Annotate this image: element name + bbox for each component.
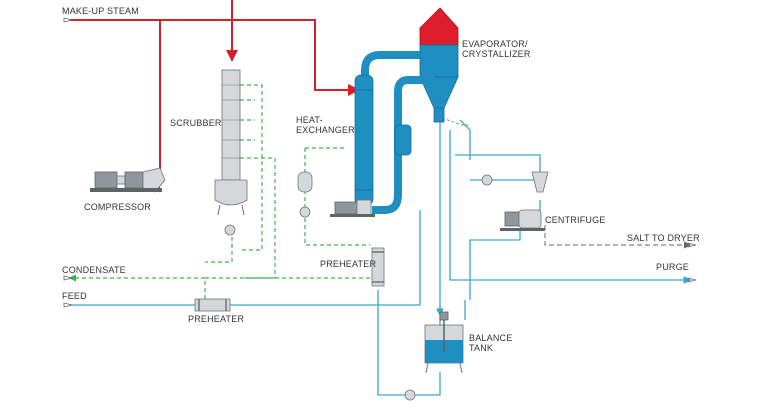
condensate-pot [297, 171, 313, 218]
circulation-pump [330, 199, 375, 217]
steam-vapor-lines [70, 0, 360, 191]
label-centrifuge: CENTRIFUGE [545, 215, 606, 225]
label-evaporator-1: EVAPORATOR/ [462, 39, 528, 49]
label-preheater-bottom: PREHEATER [188, 314, 244, 324]
label-salt-to-dryer: SALT TO DRYER [627, 233, 700, 243]
label-heat-exchanger-1: HEAT- [296, 115, 323, 125]
label-condensate: CONDENSATE [62, 265, 126, 275]
process-liquid-lines [70, 119, 692, 396]
label-makeup-steam: MAKE-UP STEAM [62, 6, 139, 16]
label-purge: PURGE [656, 262, 689, 272]
preheater-horizontal [194, 298, 231, 312]
heat-exchanger [354, 74, 412, 206]
hydrocyclone [531, 171, 549, 193]
terminal-arrows [63, 17, 697, 308]
label-heat-exchanger-2: EXCHANGER [296, 125, 355, 135]
labels: MAKE-UP STEAM EVAPORATOR/ CRYSTALLIZER S… [62, 6, 700, 353]
label-preheater-right: PREHEATER [320, 259, 376, 269]
label-compressor: COMPRESSOR [84, 202, 151, 212]
salt-line [544, 225, 692, 249]
label-feed: FEED [62, 291, 87, 301]
recirculation-line [441, 117, 468, 126]
label-scrubber: SCRUBBER [170, 118, 222, 128]
evaporator-crystallizer [419, 7, 459, 123]
label-evaporator-2: CRYSTALLIZER [462, 49, 531, 59]
label-balance-tank-2: TANK [469, 343, 493, 353]
transfer-pump [404, 389, 416, 401]
label-balance-tank-1: BALANCE [469, 333, 512, 343]
compressor [90, 167, 166, 193]
scrubber [214, 69, 248, 236]
condensate-lines [68, 84, 370, 300]
balance-tank [424, 311, 464, 374]
centrifuge [500, 209, 545, 231]
feed-pump-small [481, 174, 493, 186]
preheater-vertical [371, 247, 385, 287]
